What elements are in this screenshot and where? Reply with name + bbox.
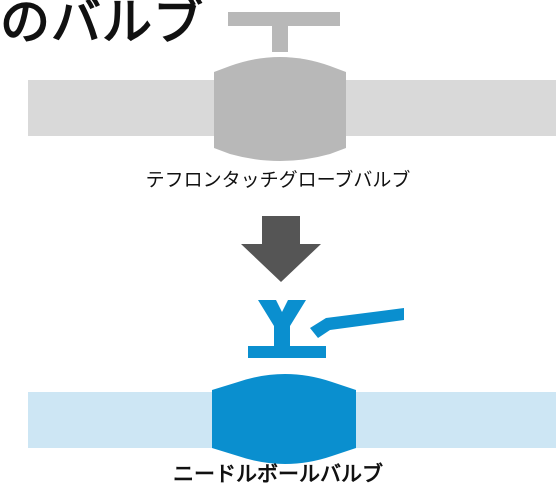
gray-valve-body	[214, 57, 346, 161]
ball-valve-illustration	[28, 300, 556, 464]
blue-handle-top	[258, 300, 306, 348]
page-title: のバルブ	[0, 0, 204, 51]
globe-valve-illustration	[28, 12, 556, 161]
blue-valve-body	[212, 374, 356, 464]
blue-bonnet	[248, 346, 326, 358]
blue-lever	[310, 308, 404, 338]
down-arrow-icon	[241, 216, 321, 282]
before-valve-label: テフロンタッチグローブバルブ	[145, 169, 411, 191]
gray-stem	[272, 26, 288, 52]
gray-handwheel	[228, 12, 340, 26]
after-valve-label: ニードルボールバルブ	[173, 462, 383, 486]
